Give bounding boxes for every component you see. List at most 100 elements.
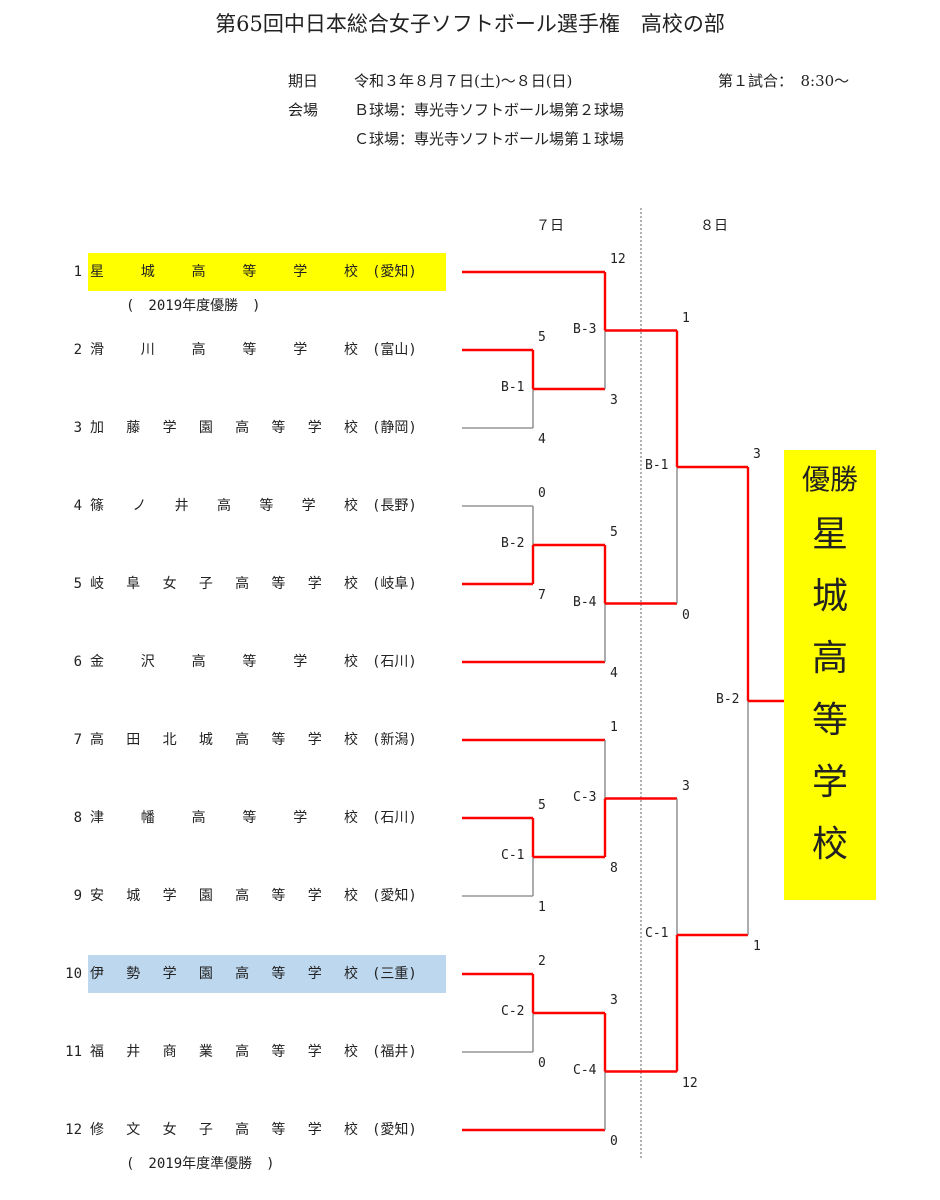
match-label: B-1 bbox=[645, 458, 669, 473]
score-bottom: 1 bbox=[753, 939, 761, 954]
team-number: 12 bbox=[65, 1122, 82, 1138]
first-game-time: 第１試合： 8:30～ bbox=[718, 72, 850, 90]
team-prefecture: (福井) bbox=[372, 1044, 417, 1060]
team-name: 星城高等学校 bbox=[90, 264, 358, 280]
score-top: 5 bbox=[538, 330, 546, 345]
team-number: 11 bbox=[65, 1044, 82, 1060]
team-row: 8 津幡高等学校 (石川) bbox=[60, 799, 460, 837]
score-top: 3 bbox=[682, 778, 690, 794]
team-number: 3 bbox=[73, 420, 82, 436]
champion-name-char: 校 bbox=[811, 824, 848, 865]
team-number: 8 bbox=[73, 810, 82, 826]
team-name-box: 金沢高等学校 (石川) bbox=[88, 643, 446, 681]
team-row: 3 加藤学園高等学校 (静岡) bbox=[60, 409, 460, 447]
team-name-box: 津幡高等学校 (石川) bbox=[88, 799, 446, 837]
match-label: B-3 bbox=[573, 321, 597, 337]
team-name-box: 星城高等学校 (愛知) bbox=[88, 253, 446, 291]
team-number: 9 bbox=[73, 888, 82, 904]
match-label: B-2 bbox=[501, 536, 525, 551]
team-prefecture: (愛知) bbox=[372, 888, 417, 904]
team-prefecture: (石川) bbox=[372, 810, 417, 826]
venue-c: Ｃ球場：専光寺ソフトボール場第１球場 bbox=[354, 130, 625, 148]
team-number: 4 bbox=[73, 498, 82, 514]
score-top: 2 bbox=[538, 954, 546, 969]
team-name: 津幡高等学校 bbox=[90, 810, 358, 826]
team-prefecture: (新潟) bbox=[372, 732, 417, 748]
team-name: 篠ノ井高等学校 bbox=[90, 498, 358, 514]
team-prefecture: (三重) bbox=[372, 966, 417, 982]
score-bottom: 4 bbox=[538, 432, 546, 447]
team-number: 2 bbox=[73, 342, 82, 358]
team-name: 修文女子高等学校 bbox=[90, 1122, 358, 1138]
team-name: 伊勢学園高等学校 bbox=[90, 966, 358, 982]
score-bottom: 1 bbox=[538, 900, 546, 915]
team-number: 10 bbox=[65, 966, 82, 982]
team-prefecture: (石川) bbox=[372, 654, 417, 670]
champion-name-char: 等 bbox=[811, 700, 848, 741]
team-row: 2 滑川高等学校(富山) bbox=[60, 331, 460, 369]
champion-title: 優勝 bbox=[801, 463, 858, 496]
champion-name-char: 城 bbox=[811, 576, 848, 617]
score-bottom: 0 bbox=[610, 1134, 618, 1149]
team-row: 5 岐阜女子高等学校 (岐阜) bbox=[60, 565, 460, 603]
team-name: 滑川高等学校 bbox=[90, 342, 358, 358]
venue-b: Ｂ球場：専光寺ソフトボール場第２球場 bbox=[354, 101, 625, 119]
champion-name-char: 学 bbox=[811, 762, 848, 803]
team-row: 9 安城学園高等学校 (愛知) bbox=[60, 877, 460, 915]
team-name: 福井商業高等学校 bbox=[90, 1044, 358, 1060]
score-bottom: 3 bbox=[610, 393, 618, 408]
score-top: 1 bbox=[682, 310, 690, 326]
team-row: 12 修文女子高等学校 (愛知) bbox=[60, 1111, 460, 1149]
team-name: 加藤学園高等学校 bbox=[90, 420, 358, 436]
day-label-8: ８日 bbox=[700, 218, 728, 234]
score-top: 5 bbox=[538, 798, 546, 813]
team-prefecture: (岐阜) bbox=[372, 576, 417, 592]
team-name: 金沢高等学校 bbox=[90, 654, 358, 670]
champion-name-char: 高 bbox=[811, 638, 848, 679]
champion-name-char: 星 bbox=[811, 514, 848, 555]
match-label: C-2 bbox=[501, 1004, 525, 1019]
team-name: 岐阜女子高等学校 bbox=[90, 576, 358, 592]
match-label: C-4 bbox=[573, 1062, 597, 1078]
match-label: B-4 bbox=[573, 594, 597, 610]
team-row: 1 星城高等学校 (愛知) bbox=[60, 253, 460, 291]
team-prefecture: (愛知) bbox=[372, 1122, 417, 1138]
team-number: 7 bbox=[73, 732, 82, 748]
match-label: C-1 bbox=[501, 848, 525, 863]
team-number: 5 bbox=[73, 576, 82, 592]
score-bottom: 0 bbox=[682, 607, 690, 623]
score-top: 5 bbox=[610, 525, 618, 540]
team-name-box: 高田北城高等学校(新潟) bbox=[88, 721, 446, 759]
score-bottom: 12 bbox=[682, 1075, 698, 1091]
team-name-box: 福井商業高等学校 (福井) bbox=[88, 1033, 446, 1071]
score-bottom: 0 bbox=[538, 1056, 546, 1071]
team-name-box: 加藤学園高等学校 (静岡) bbox=[88, 409, 446, 447]
match-label: C-3 bbox=[573, 789, 597, 805]
champion-name: 星城高等学校 bbox=[784, 504, 876, 876]
match-label: C-1 bbox=[645, 926, 669, 941]
team-note: ( 2019年度準優勝 ) bbox=[126, 1156, 275, 1172]
team-prefecture: (愛知) bbox=[372, 264, 417, 280]
team-number: 1 bbox=[73, 264, 82, 280]
score-bottom: 7 bbox=[538, 588, 546, 603]
score-top: 12 bbox=[610, 252, 626, 267]
team-name-box: 滑川高等学校(富山) bbox=[88, 331, 446, 369]
team-name: 安城学園高等学校 bbox=[90, 888, 358, 904]
date-label: 期日 bbox=[288, 72, 319, 90]
venue-label: 会場 bbox=[288, 101, 319, 119]
team-row: 7 高田北城高等学校(新潟) bbox=[60, 721, 460, 759]
date-value: 令和３年８月７日(土)～８日(日) bbox=[354, 72, 573, 90]
score-top: 3 bbox=[610, 993, 618, 1008]
team-name-box: 安城学園高等学校 (愛知) bbox=[88, 877, 446, 915]
team-note: ( 2019年度優勝 ) bbox=[126, 298, 261, 314]
page-title: 第65回中日本総合女子ソフトボール選手権 高校の部 bbox=[215, 12, 725, 36]
team-row: 10 伊勢学園高等学校 (三重) bbox=[60, 955, 460, 993]
team-name-box: 修文女子高等学校 (愛知) bbox=[88, 1111, 446, 1149]
score-top: 0 bbox=[538, 486, 546, 501]
score-bottom: 8 bbox=[610, 861, 618, 876]
team-name-box: 伊勢学園高等学校 (三重) bbox=[88, 955, 446, 993]
team-prefecture: (静岡) bbox=[372, 420, 417, 436]
